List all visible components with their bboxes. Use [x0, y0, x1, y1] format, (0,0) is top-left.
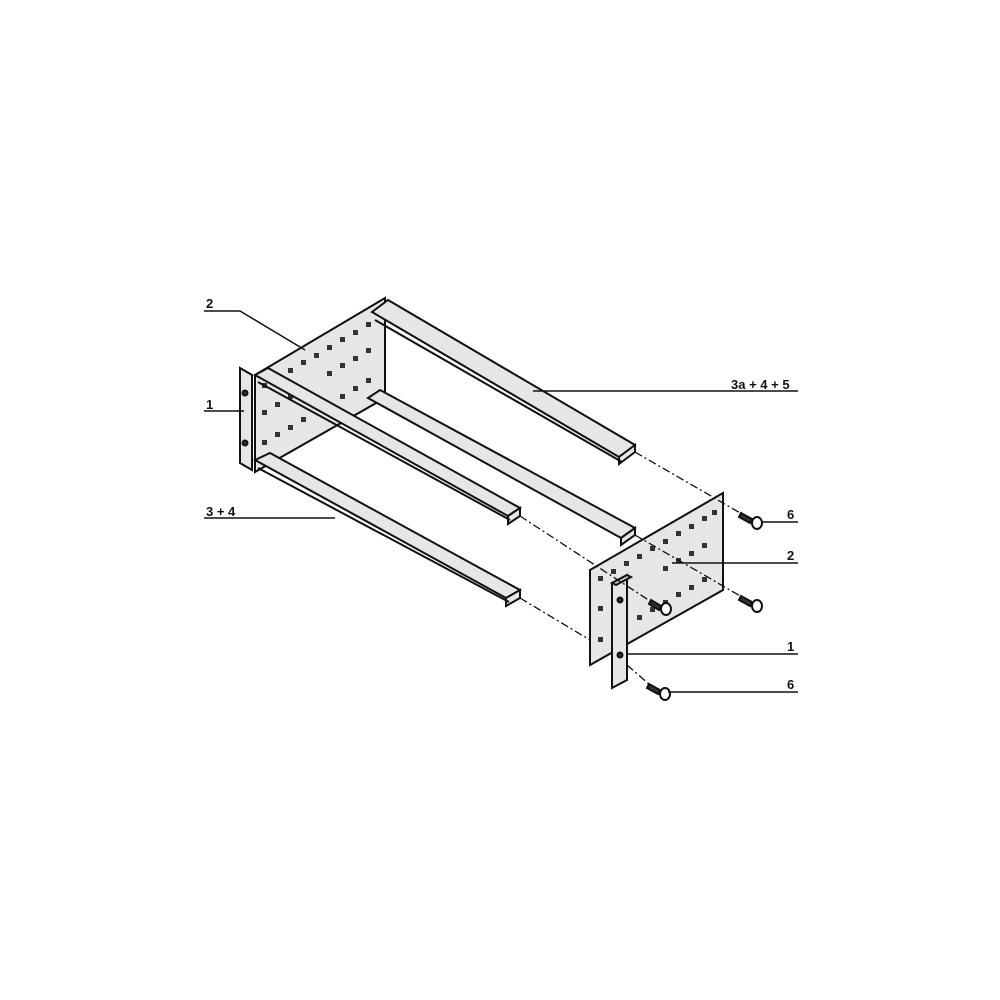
bottom-rear-rail	[366, 388, 637, 547]
callout-label-6-bottom: 6	[787, 677, 795, 692]
callout-label-6-top: 6	[787, 507, 795, 522]
top-rear-rail	[370, 298, 637, 466]
screw-icon	[737, 511, 763, 530]
left-front-flange	[239, 366, 253, 472]
leader-lines	[204, 310, 798, 693]
screw-icon	[737, 594, 763, 613]
right-front-flange	[609, 573, 634, 690]
screws	[645, 511, 763, 701]
screw-icon	[645, 682, 671, 701]
callout-label-2-right: 2	[787, 548, 795, 563]
screw-icon	[647, 598, 672, 616]
callout-label-1-right: 1	[787, 639, 795, 654]
callout-label-3-4: 3 + 4	[206, 504, 236, 519]
callout-label-1-left: 1	[206, 397, 214, 412]
assembly-axis-lines	[519, 451, 743, 686]
callout-label-3a-4-5: 3a + 4 + 5	[731, 377, 790, 392]
bottom-front-rail	[252, 451, 523, 608]
callout-label-2-top: 2	[206, 296, 214, 311]
